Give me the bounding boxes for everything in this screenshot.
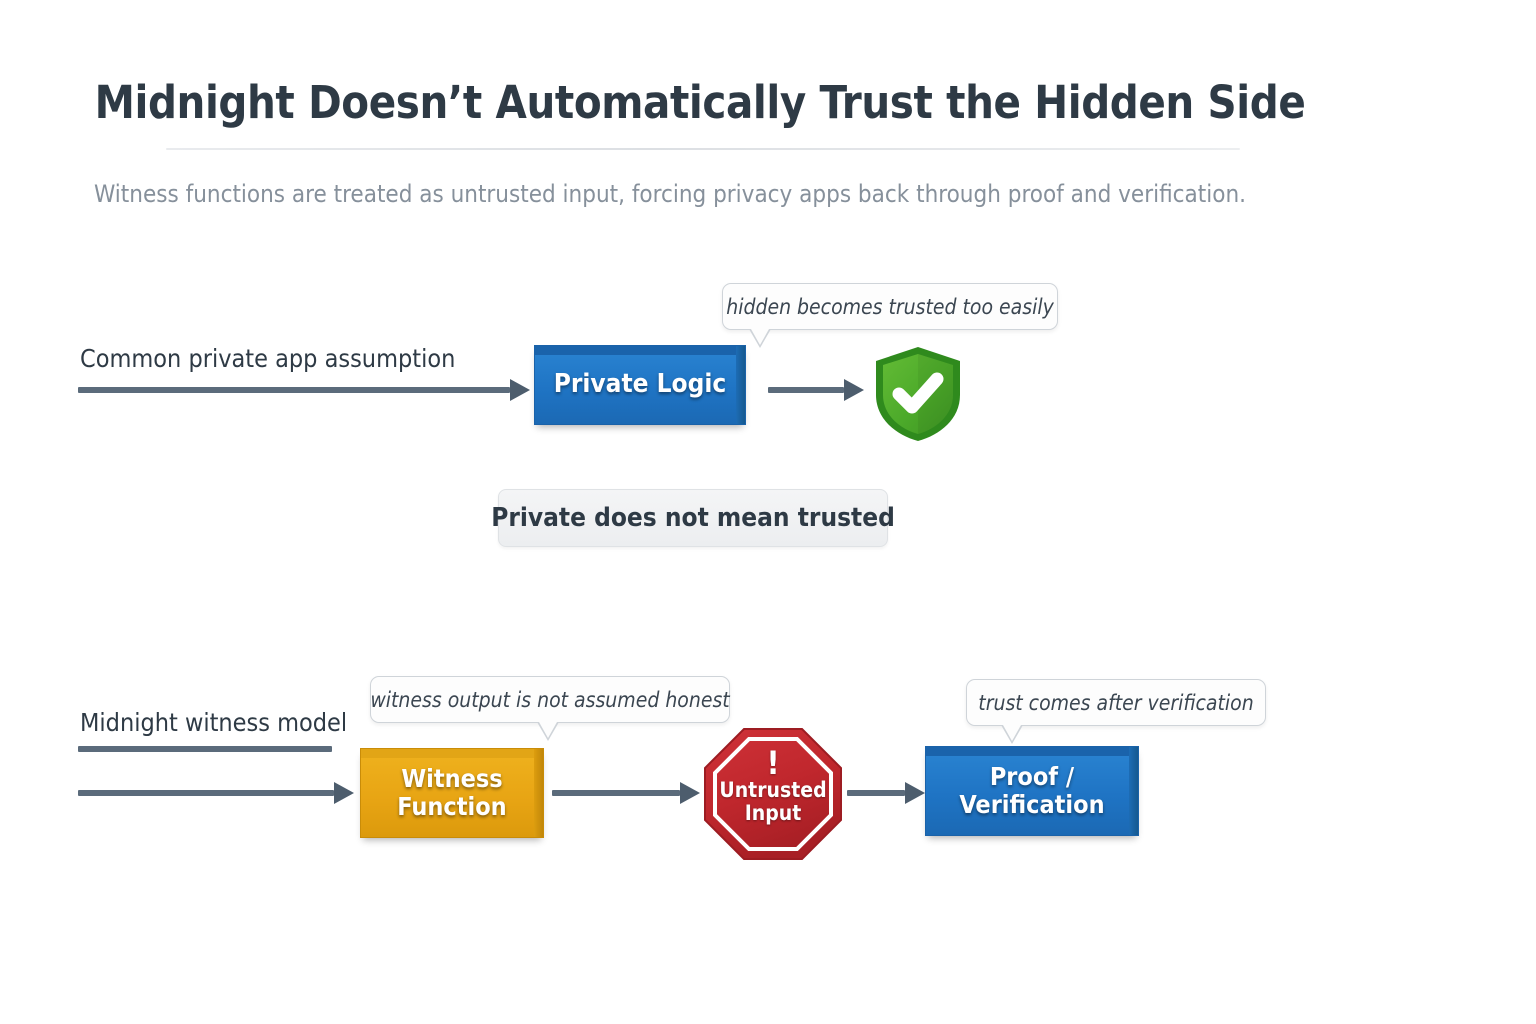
page-title: Midnight Doesn’t Automatically Trust the… xyxy=(94,76,1306,129)
stop-octagon-icon[interactable]: ! Untrusted Input xyxy=(703,727,843,861)
callout-trust-after-verification: trust comes after verification xyxy=(966,679,1266,744)
callout-text: hidden becomes trusted too easily xyxy=(726,294,1054,319)
arrow-head xyxy=(905,782,925,804)
untrusted-input-label: Untrusted Input xyxy=(703,778,843,826)
callout-witness-not-honest: witness output is not assumed honest xyxy=(370,676,730,741)
arrow-head xyxy=(334,782,354,804)
untrusted-to-proof-arrow xyxy=(847,782,925,804)
callout-text: witness output is not assumed honest xyxy=(370,687,730,712)
block-right-face xyxy=(736,346,745,424)
arrow-head xyxy=(680,782,700,804)
block-top-face xyxy=(926,747,1138,756)
note-private-not-trusted: Private does not mean trusted xyxy=(491,489,895,547)
note-text: Private does not mean trusted xyxy=(491,503,895,533)
private-logic-block[interactable]: Private Logic xyxy=(534,345,746,425)
row-two-label-underline xyxy=(78,746,332,752)
row-two-input-arrow xyxy=(78,782,354,804)
block-top-face xyxy=(535,346,745,355)
callout-tail-fill xyxy=(751,329,769,345)
witness-function-line-2: Function xyxy=(397,792,507,821)
row-two-label: Midnight witness model xyxy=(80,708,348,737)
row-one-input-arrow xyxy=(78,379,530,401)
row-one-label: Common private app assumption xyxy=(80,344,456,373)
arrow-head xyxy=(510,379,530,401)
untrusted-input-line-1: Untrusted xyxy=(719,778,827,802)
witness-function-block[interactable]: Witness Function xyxy=(360,748,544,838)
block-right-face xyxy=(1129,747,1138,835)
arrow-shaft xyxy=(768,387,844,393)
callout-text: trust comes after verification xyxy=(978,690,1254,715)
proof-verification-line-2: Verification xyxy=(959,790,1105,819)
proof-verification-line-1: Proof / xyxy=(989,762,1075,791)
arrow-head xyxy=(844,379,864,401)
callout-hidden-trusted: hidden becomes trusted too easily xyxy=(722,283,1058,348)
proof-verification-label: Proof / Verification xyxy=(951,763,1112,819)
arrow-shaft xyxy=(552,790,680,796)
block-top-face xyxy=(361,749,543,758)
green-shield-check-icon xyxy=(872,345,964,443)
page-subtitle: Witness functions are treated as untrust… xyxy=(93,180,1246,208)
arrow-shaft xyxy=(847,790,905,796)
title-divider xyxy=(166,148,1240,150)
arrow-shaft xyxy=(78,387,510,393)
proof-verification-block[interactable]: Proof / Verification xyxy=(925,746,1139,836)
callout-tail-fill xyxy=(1003,725,1021,741)
private-logic-label: Private Logic xyxy=(553,369,727,400)
witness-to-untrusted-arrow xyxy=(552,782,700,804)
untrusted-input-line-2: Input xyxy=(744,801,802,826)
row-one-output-arrow xyxy=(768,379,864,401)
witness-function-line-1: Witness xyxy=(401,764,503,793)
arrow-shaft xyxy=(78,790,334,796)
witness-function-label: Witness Function xyxy=(389,765,514,821)
exclamation-glyph: ! xyxy=(766,744,780,782)
callout-tail-fill xyxy=(539,722,557,738)
block-right-face xyxy=(534,749,543,837)
